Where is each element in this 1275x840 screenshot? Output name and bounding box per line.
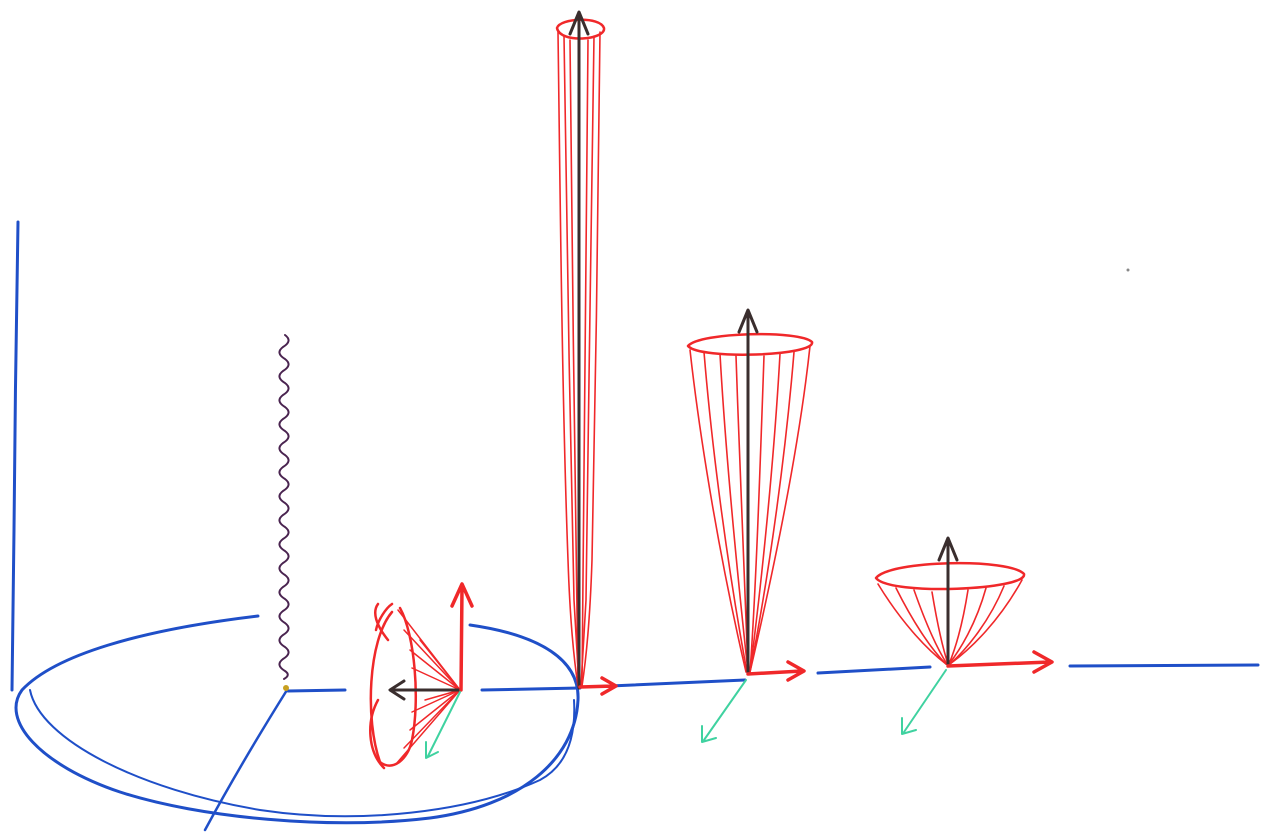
axes-group [10, 220, 1260, 832]
horizontal-cone-depth-arrow [425, 691, 461, 759]
origin-point [283, 685, 289, 691]
tall-cone-tangent-arrow [578, 676, 618, 696]
horizontal-axis-segment-4 [816, 665, 932, 675]
wavy-line [278, 334, 290, 680]
diagonal-axis-line [203, 688, 289, 832]
tall-cone-sides [557, 31, 601, 687]
horizontal-cone-up-arrow [450, 582, 474, 692]
boundary-ellipse [14, 614, 580, 825]
wide-cone [874, 536, 1054, 735]
horizontal-cone-hatching [395, 609, 461, 765]
stray-dot [1126, 268, 1130, 272]
horizontal-axis-segment-3 [608, 678, 747, 688]
tall-cone-rim [555, 18, 606, 40]
horizontal-axis-segment-5 [1068, 663, 1260, 668]
tall-thin-cone [555, 10, 618, 696]
boundary-ellipse-overstroke [29, 689, 576, 818]
medium-cone-tangent-arrow [746, 660, 806, 682]
horizontal-cone-rim-arc [369, 602, 394, 770]
medium-cone [686, 308, 814, 743]
tall-cone-main-arrowhead [568, 10, 590, 36]
wide-cone-sides [877, 579, 1023, 665]
wide-cone-depth-arrow [901, 669, 947, 735]
horizontal-axis-segment-1 [286, 688, 347, 693]
horizontal-axis-segment-2 [480, 686, 582, 692]
vertical-axis-line [10, 220, 20, 692]
medium-cone-sides [689, 345, 811, 673]
horizontal-cone [369, 582, 474, 770]
wide-cone-rim [874, 561, 1026, 591]
horizontal-cone-main-arrowhead [388, 679, 406, 701]
wide-cone-tangent-arrow [946, 650, 1054, 674]
medium-cone-main-arrowhead [737, 308, 759, 334]
wide-cone-main-arrowhead [937, 536, 959, 562]
medium-cone-depth-arrow [701, 679, 747, 743]
